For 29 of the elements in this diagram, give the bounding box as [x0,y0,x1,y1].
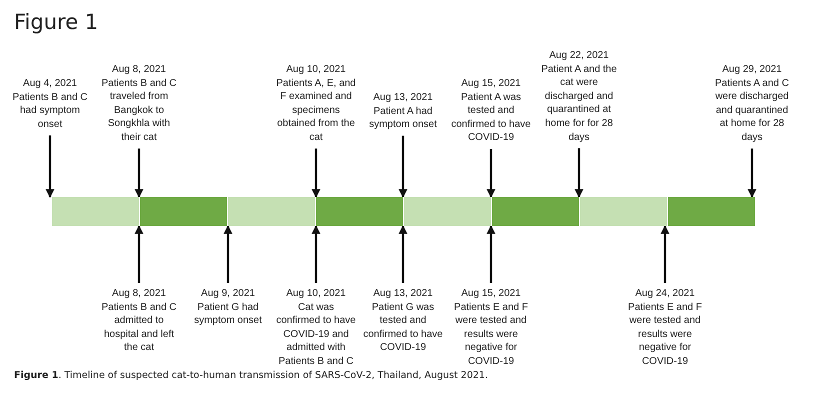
arrow [134,225,144,283]
event-text: Aug 15, 2021 Patients E and F were tested and results were negative for COVID-19 [450,287,532,369]
event-text: Aug 13, 2021 Patient G was tested and confirmed to have COVID-19 [362,287,444,355]
arrow [46,135,54,198]
timeline-bar [52,197,755,226]
event-text: Aug 4, 2021 Patients B and C had symptom onset [9,77,91,132]
event-text: Aug 9, 2021 Patient G had symptom onset [187,287,269,328]
arrow [312,225,320,283]
event-text: Aug 13, 2021 Patient A had symptom onset [362,91,444,132]
arrow [660,225,670,283]
event-text: Aug 10, 2021 Cat was confirmed to have COVID-19 and admitted with Patients B and C [275,287,357,369]
figure-caption: Figure 1. Timeline of suspected cat-to-human transmission of SARS-CoV-2, Thailand, August 2021. [14,370,488,381]
arrow [748,148,756,198]
arrow [574,148,584,198]
event-text: Aug 15, 2021 Patient A was tested and confirmed to have COVID-19 [450,77,532,145]
arrow [224,225,232,283]
event-text: Aug 29, 2021 Patients A and C were discharged and quarantined at home for 28 days [711,63,793,145]
arrow [398,225,408,283]
arrow [134,148,144,198]
event-text: Aug 10, 2021 Patients A, E, and F examined and specimens obtained from the cat [275,63,357,145]
event-text: Aug 8, 2021 Patients B and C admitted to hospital and left the cat [98,287,180,355]
arrow [398,136,408,198]
event-text: Aug 8, 2021 Patients B and C traveled from Bangkok to Songkhla with their cat [98,63,180,145]
arrow [486,225,496,283]
arrow [486,148,496,198]
event-text: Aug 22, 2021 Patient A and the cat were discharged and quarantined at home for for 28 days [538,49,620,144]
arrow [312,148,320,198]
figure-title: Figure 1 [14,10,98,34]
event-text: Aug 24, 2021 Patients E and F were tested and results were negative for COVID-19 [624,287,706,369]
